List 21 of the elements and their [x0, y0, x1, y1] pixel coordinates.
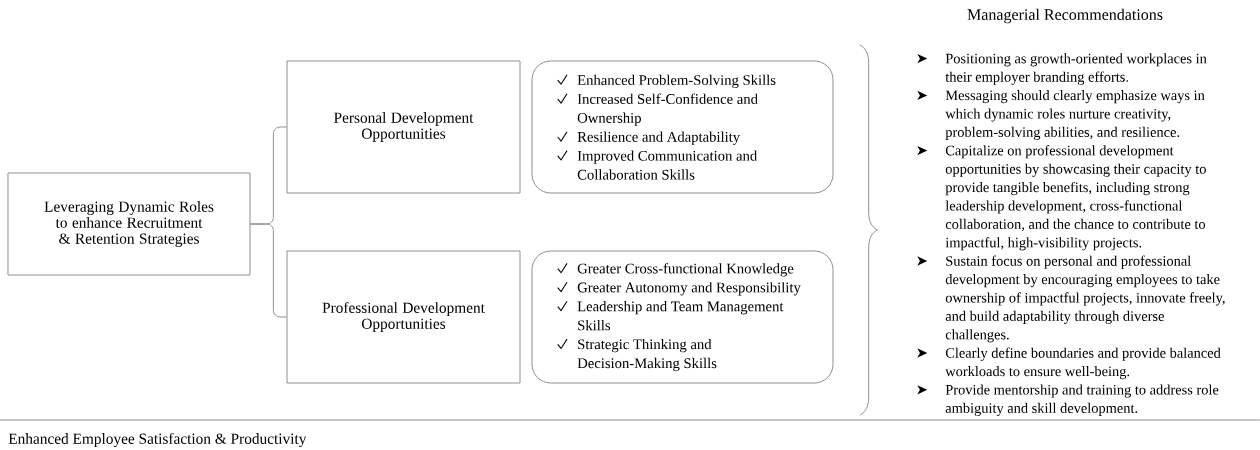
- recommendation-text: Sustain focus on personal and professional development by encouraging employees to take ownership of impactful projects, innovate freely, and build adaptability through diverse challenges.: [945, 255, 1225, 343]
- list-item: Improved Communication and Collaboration Skills: [577, 150, 758, 180]
- text-box: Personal Development Opportunities: [286, 60, 521, 194]
- list-item: Enhanced Problem-Solving Skills: [577, 74, 776, 88]
- rounded-box: [531, 250, 834, 384]
- list-item: Strategic Thinking and Decision-Making Skills: [577, 338, 717, 372]
- list-item: Resilience and Adaptability: [577, 131, 741, 145]
- recommendation-text: Positioning as growth-oriented workplaces in their employer branding efforts.: [945, 53, 1207, 85]
- list-item: Increased Self-Confidence and Ownership: [577, 93, 758, 126]
- recommendation-text: Clearly define boundaries and provide balanced workloads to ensure well-being.: [945, 347, 1221, 380]
- list-item: Greater Autonomy and Responsibility: [577, 282, 801, 296]
- recommendation-text: Messaging should clearly emphasize ways in which dynamic roles nurture creativity, problem-solving abilities, and resilience.: [945, 90, 1205, 140]
- text-box: Leveraging Dynamic Roles to enhance Recruitment & Retention Strategies: [7, 172, 251, 276]
- recommendation-text: Provide mentorship and training to address role ambiguity and skill development.: [945, 384, 1219, 416]
- footer-text: Enhanced Employee Satisfaction & Productivity: [8, 432, 307, 448]
- text-box: Professional Development Opportunities: [286, 250, 521, 384]
- recommendation-text: Capitalize on professional development opportunities by showcasing their capacity to provide tangible benefits, including strong leadership development, cross-functional collaboration, and the chance to contribute to impactful, high-visibility projects.: [945, 145, 1206, 251]
- heading: Managerial Recommendations: [967, 8, 1163, 24]
- list-item: Greater Cross-functional Knowledge: [577, 263, 794, 277]
- rounded-box: [531, 60, 834, 194]
- list-item: Leadership and Team Management Skills: [577, 301, 784, 331]
